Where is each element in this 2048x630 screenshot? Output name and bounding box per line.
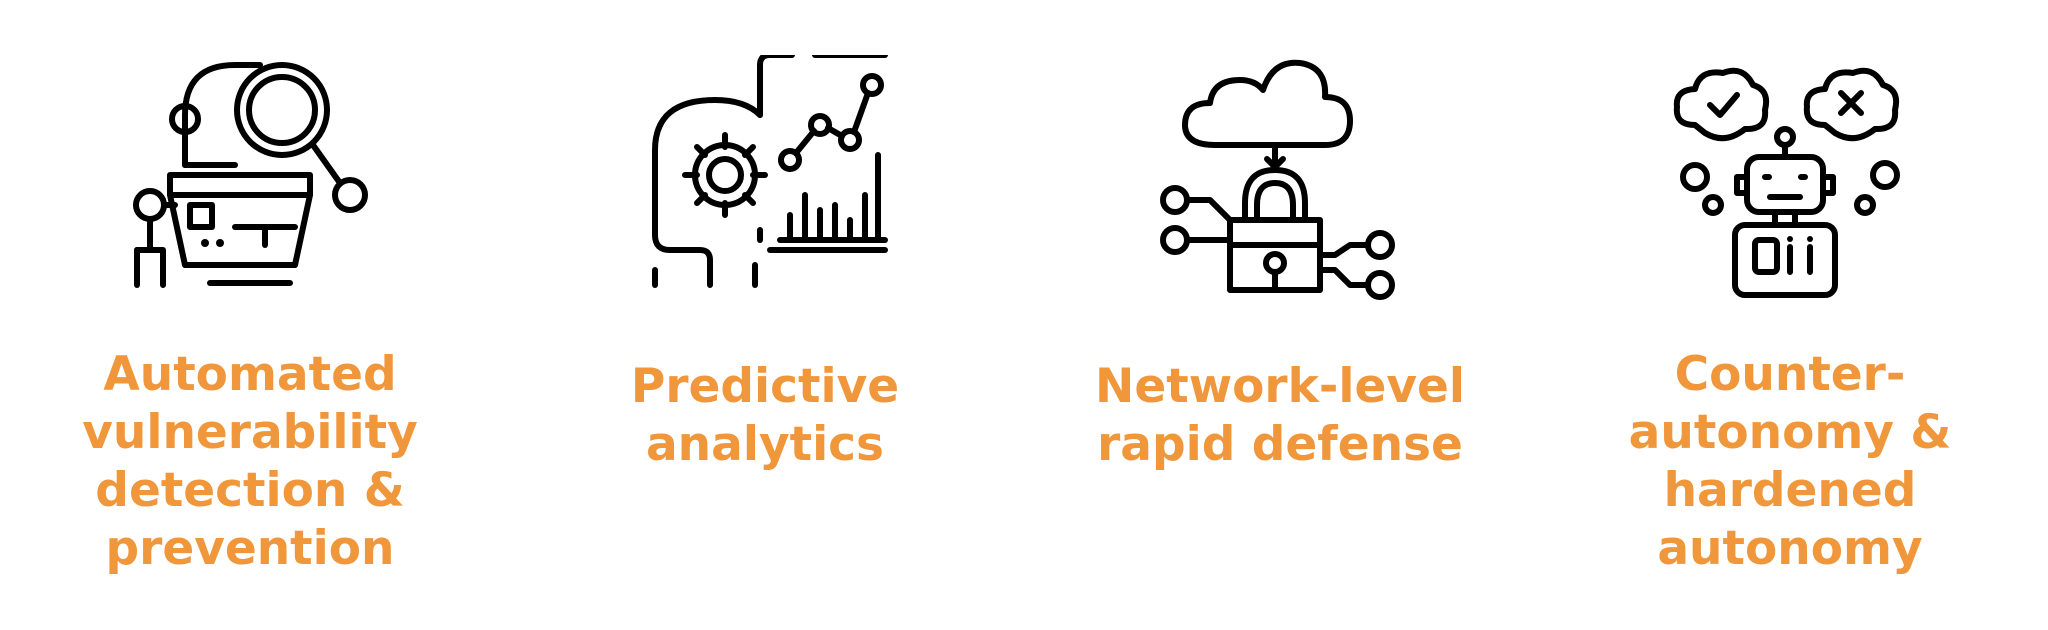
feature-automated-vulnerability-detection: Automated vulnerability detection & prev…	[30, 0, 470, 630]
feature-label: Network-level rapid defense	[1095, 359, 1465, 472]
feature-counter-autonomy: Counter- autonomy & hardened autonomy	[1570, 0, 2010, 630]
feature-label: Automated vulnerability detection & prev…	[82, 347, 418, 576]
robot-magnifier-icon	[133, 62, 368, 288]
cloud-lock-network-icon	[1160, 59, 1395, 300]
feature-label: Predictive analytics	[630, 359, 900, 472]
head-gear-chart-icon	[652, 55, 888, 288]
feature-network-level-rapid-defense: Network-level rapid defense	[1060, 0, 1500, 630]
feature-predictive-analytics: Predictive analytics	[545, 0, 985, 630]
feature-label: Counter- autonomy & hardened autonomy	[1628, 347, 1952, 576]
robot-decision-icon	[1673, 67, 1900, 298]
